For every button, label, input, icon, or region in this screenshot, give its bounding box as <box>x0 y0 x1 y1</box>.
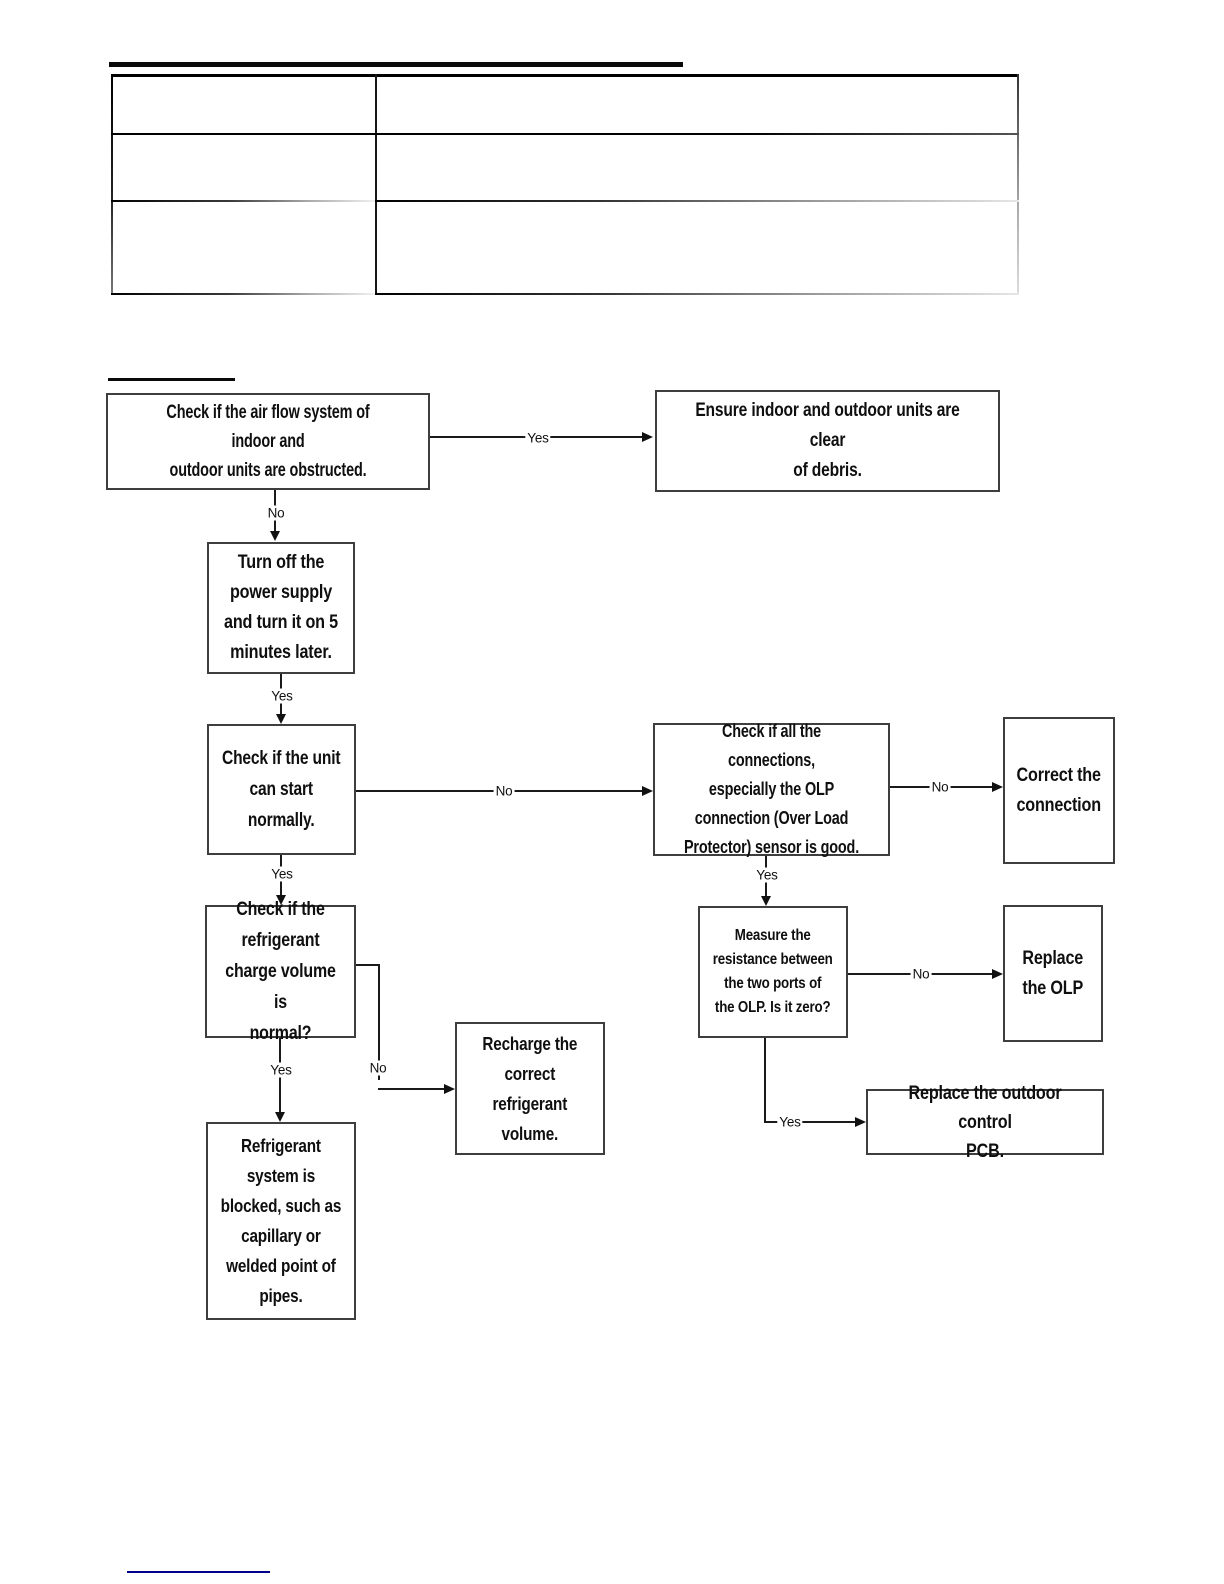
arrowhead-right-icon <box>855 1117 866 1127</box>
arrowhead-right-icon <box>992 782 1003 792</box>
table-row-divider-2-col2 <box>375 200 1019 202</box>
flow-node-replace-olp: Replace the OLP <box>1003 905 1103 1042</box>
connector-label-no: No <box>265 505 287 521</box>
table-row-divider-1 <box>111 133 1019 135</box>
flow-node-text: Replace the OLP <box>1022 947 1084 999</box>
flow-node-check-airflow: Check if the air flow system of indoor a… <box>106 393 430 490</box>
table-border-top <box>111 74 1019 77</box>
flow-node-text: Measure the resistance between the two p… <box>713 927 833 1016</box>
connector-label-no: No <box>929 779 951 795</box>
connector-label-no: No <box>493 783 515 799</box>
arrowhead-down-icon <box>761 896 771 906</box>
flow-node-text: Check if the unit can start normally. <box>222 748 341 831</box>
flow-node-check-connections: Check if all the connections, especially… <box>653 721 890 857</box>
connector-label-yes: Yes <box>268 1062 294 1078</box>
connector-label-yes: Yes <box>754 867 780 883</box>
spec-table <box>111 74 1019 295</box>
flow-node-refrigerant-blocked: Refrigerant system is blocked, such as c… <box>206 1122 356 1320</box>
connector-measure-to-pcb-h <box>764 1121 855 1123</box>
connector-label-yes: Yes <box>269 688 295 704</box>
flow-node-text: Correct the connection <box>1016 764 1102 816</box>
flow-node-ensure-clear-debris: Ensure indoor and outdoor units are clea… <box>655 390 1000 492</box>
flow-node-replace-pcb: Replace the outdoor control PCB. <box>866 1083 1104 1162</box>
arrowhead-right-icon <box>642 432 653 442</box>
arrowhead-down-icon <box>270 531 280 541</box>
flow-node-power-cycle: Turn off the power supply and turn it on… <box>207 542 355 674</box>
table-border-bottom-col2 <box>375 293 1019 295</box>
connector-label-no: No <box>367 1060 389 1076</box>
footer-link-underline <box>127 1571 270 1573</box>
section-underline-rule <box>108 378 235 381</box>
connector-label-no: No <box>910 966 932 982</box>
flow-node-text: Check if the refrigerant charge volume i… <box>225 899 336 1044</box>
flow-node-text: Turn off the power supply and turn it on… <box>224 552 338 663</box>
flow-node-correct-connection: Correct the connection <box>1003 717 1115 864</box>
flow-node-text: Recharge the correct refrigerant volume. <box>482 1033 578 1144</box>
header-underline-rule <box>109 62 683 67</box>
flow-node-text: Check if all the connections, especially… <box>683 721 860 857</box>
flow-node-text: Replace the outdoor control PCB. <box>908 1082 1062 1162</box>
flow-node-recharge-refrigerant: Recharge the correct refrigerant volume. <box>455 1022 605 1155</box>
flow-node-measure-olp-resistance: Measure the resistance between the two p… <box>698 906 848 1038</box>
connector-label-yes: Yes <box>269 866 295 882</box>
arrowhead-right-icon <box>444 1084 455 1094</box>
arrowhead-right-icon <box>992 969 1003 979</box>
table-row-divider-2-col1 <box>111 200 375 202</box>
connector-measure-to-pcb-v <box>764 1038 766 1123</box>
arrowhead-down-icon <box>276 895 286 905</box>
arrowhead-right-icon <box>642 786 653 796</box>
table-border-right <box>1017 74 1019 295</box>
connector-label-yes: Yes <box>777 1114 803 1130</box>
arrowhead-down-icon <box>275 1112 285 1122</box>
flow-node-unit-starts: Check if the unit can start normally. <box>207 724 356 855</box>
flow-node-text: Ensure indoor and outdoor units are clea… <box>695 400 960 481</box>
arrowhead-down-icon <box>276 714 286 724</box>
connector-refrigerant-to-recharge-h2 <box>378 1088 444 1090</box>
flow-node-text: Refrigerant system is blocked, such as c… <box>220 1136 342 1306</box>
table-border-left <box>111 74 113 295</box>
table-column-divider <box>375 74 377 295</box>
flow-node-text: Check if the air flow system of indoor a… <box>166 402 370 481</box>
table-border-bottom-col1 <box>111 293 375 295</box>
connector-refrigerant-to-recharge-h1 <box>356 964 380 966</box>
connector-refrigerant-to-recharge-v <box>378 964 380 1080</box>
connector-label-yes: Yes <box>525 430 551 446</box>
flow-node-refrigerant-volume: Check if the refrigerant charge volume i… <box>205 899 356 1044</box>
